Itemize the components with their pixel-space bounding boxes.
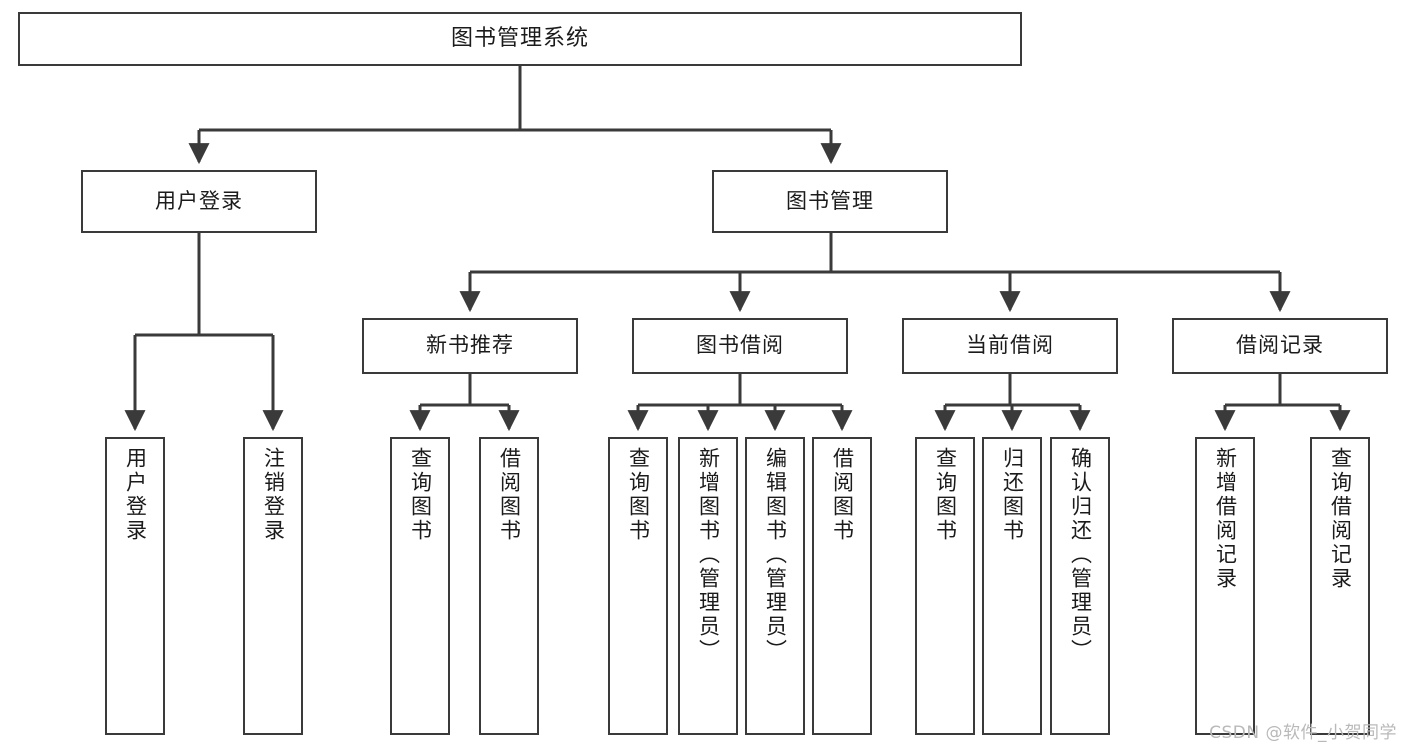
node-leaf-borrow-book-recommend[interactable]: 借阅图书 [479, 437, 539, 735]
node-leaf-logout-login[interactable]: 注销登录 [243, 437, 303, 735]
node-label: 新增图书（管理员） [696, 447, 721, 663]
node-leaf-return-book[interactable]: 归还图书 [982, 437, 1042, 735]
node-label: 用户登录 [155, 188, 243, 213]
node-label: 当前借阅 [966, 333, 1054, 358]
node-label: 借阅图书 [830, 447, 855, 543]
node-label: 归还图书 [1000, 447, 1025, 543]
node-leaf-query-book-current[interactable]: 查询图书 [915, 437, 975, 735]
node-leaf-query-book-recommend[interactable]: 查询图书 [390, 437, 450, 735]
node-label: 确认归还（管理员） [1068, 447, 1093, 663]
node-leaf-add-book-admin[interactable]: 新增图书（管理员） [678, 437, 738, 735]
node-leaf-add-borrow-record[interactable]: 新增借阅记录 [1195, 437, 1255, 735]
node-leaf-edit-book-admin[interactable]: 编辑图书（管理员） [745, 437, 805, 735]
node-book-management[interactable]: 图书管理 [712, 170, 948, 233]
node-new-book-recommend[interactable]: 新书推荐 [362, 318, 578, 374]
node-root-book-management-system[interactable]: 图书管理系统 [18, 12, 1022, 66]
node-label: 图书管理 [786, 188, 874, 213]
node-label: 查询图书 [933, 447, 958, 543]
node-leaf-borrow-book[interactable]: 借阅图书 [812, 437, 872, 735]
node-leaf-query-borrow-record[interactable]: 查询借阅记录 [1310, 437, 1370, 735]
node-current-borrow[interactable]: 当前借阅 [902, 318, 1118, 374]
node-label: 新书推荐 [426, 333, 514, 358]
node-leaf-confirm-return-admin[interactable]: 确认归还（管理员） [1050, 437, 1110, 735]
node-label: 借阅记录 [1236, 333, 1324, 358]
node-borrow-record[interactable]: 借阅记录 [1172, 318, 1388, 374]
node-label: 注销登录 [261, 447, 286, 543]
node-book-borrow[interactable]: 图书借阅 [632, 318, 848, 374]
node-label: 用户登录 [123, 447, 148, 543]
node-user-login[interactable]: 用户登录 [81, 170, 317, 233]
node-label: 图书借阅 [696, 333, 784, 358]
node-label: 图书管理系统 [450, 25, 589, 51]
node-label: 查询图书 [626, 447, 651, 543]
node-label: 编辑图书（管理员） [763, 447, 788, 663]
node-label: 查询图书 [408, 447, 433, 543]
node-label: 新增借阅记录 [1213, 447, 1238, 591]
node-label: 借阅图书 [497, 447, 522, 543]
node-leaf-user-login[interactable]: 用户登录 [105, 437, 165, 735]
node-leaf-query-book-borrow[interactable]: 查询图书 [608, 437, 668, 735]
node-label: 查询借阅记录 [1328, 447, 1353, 591]
